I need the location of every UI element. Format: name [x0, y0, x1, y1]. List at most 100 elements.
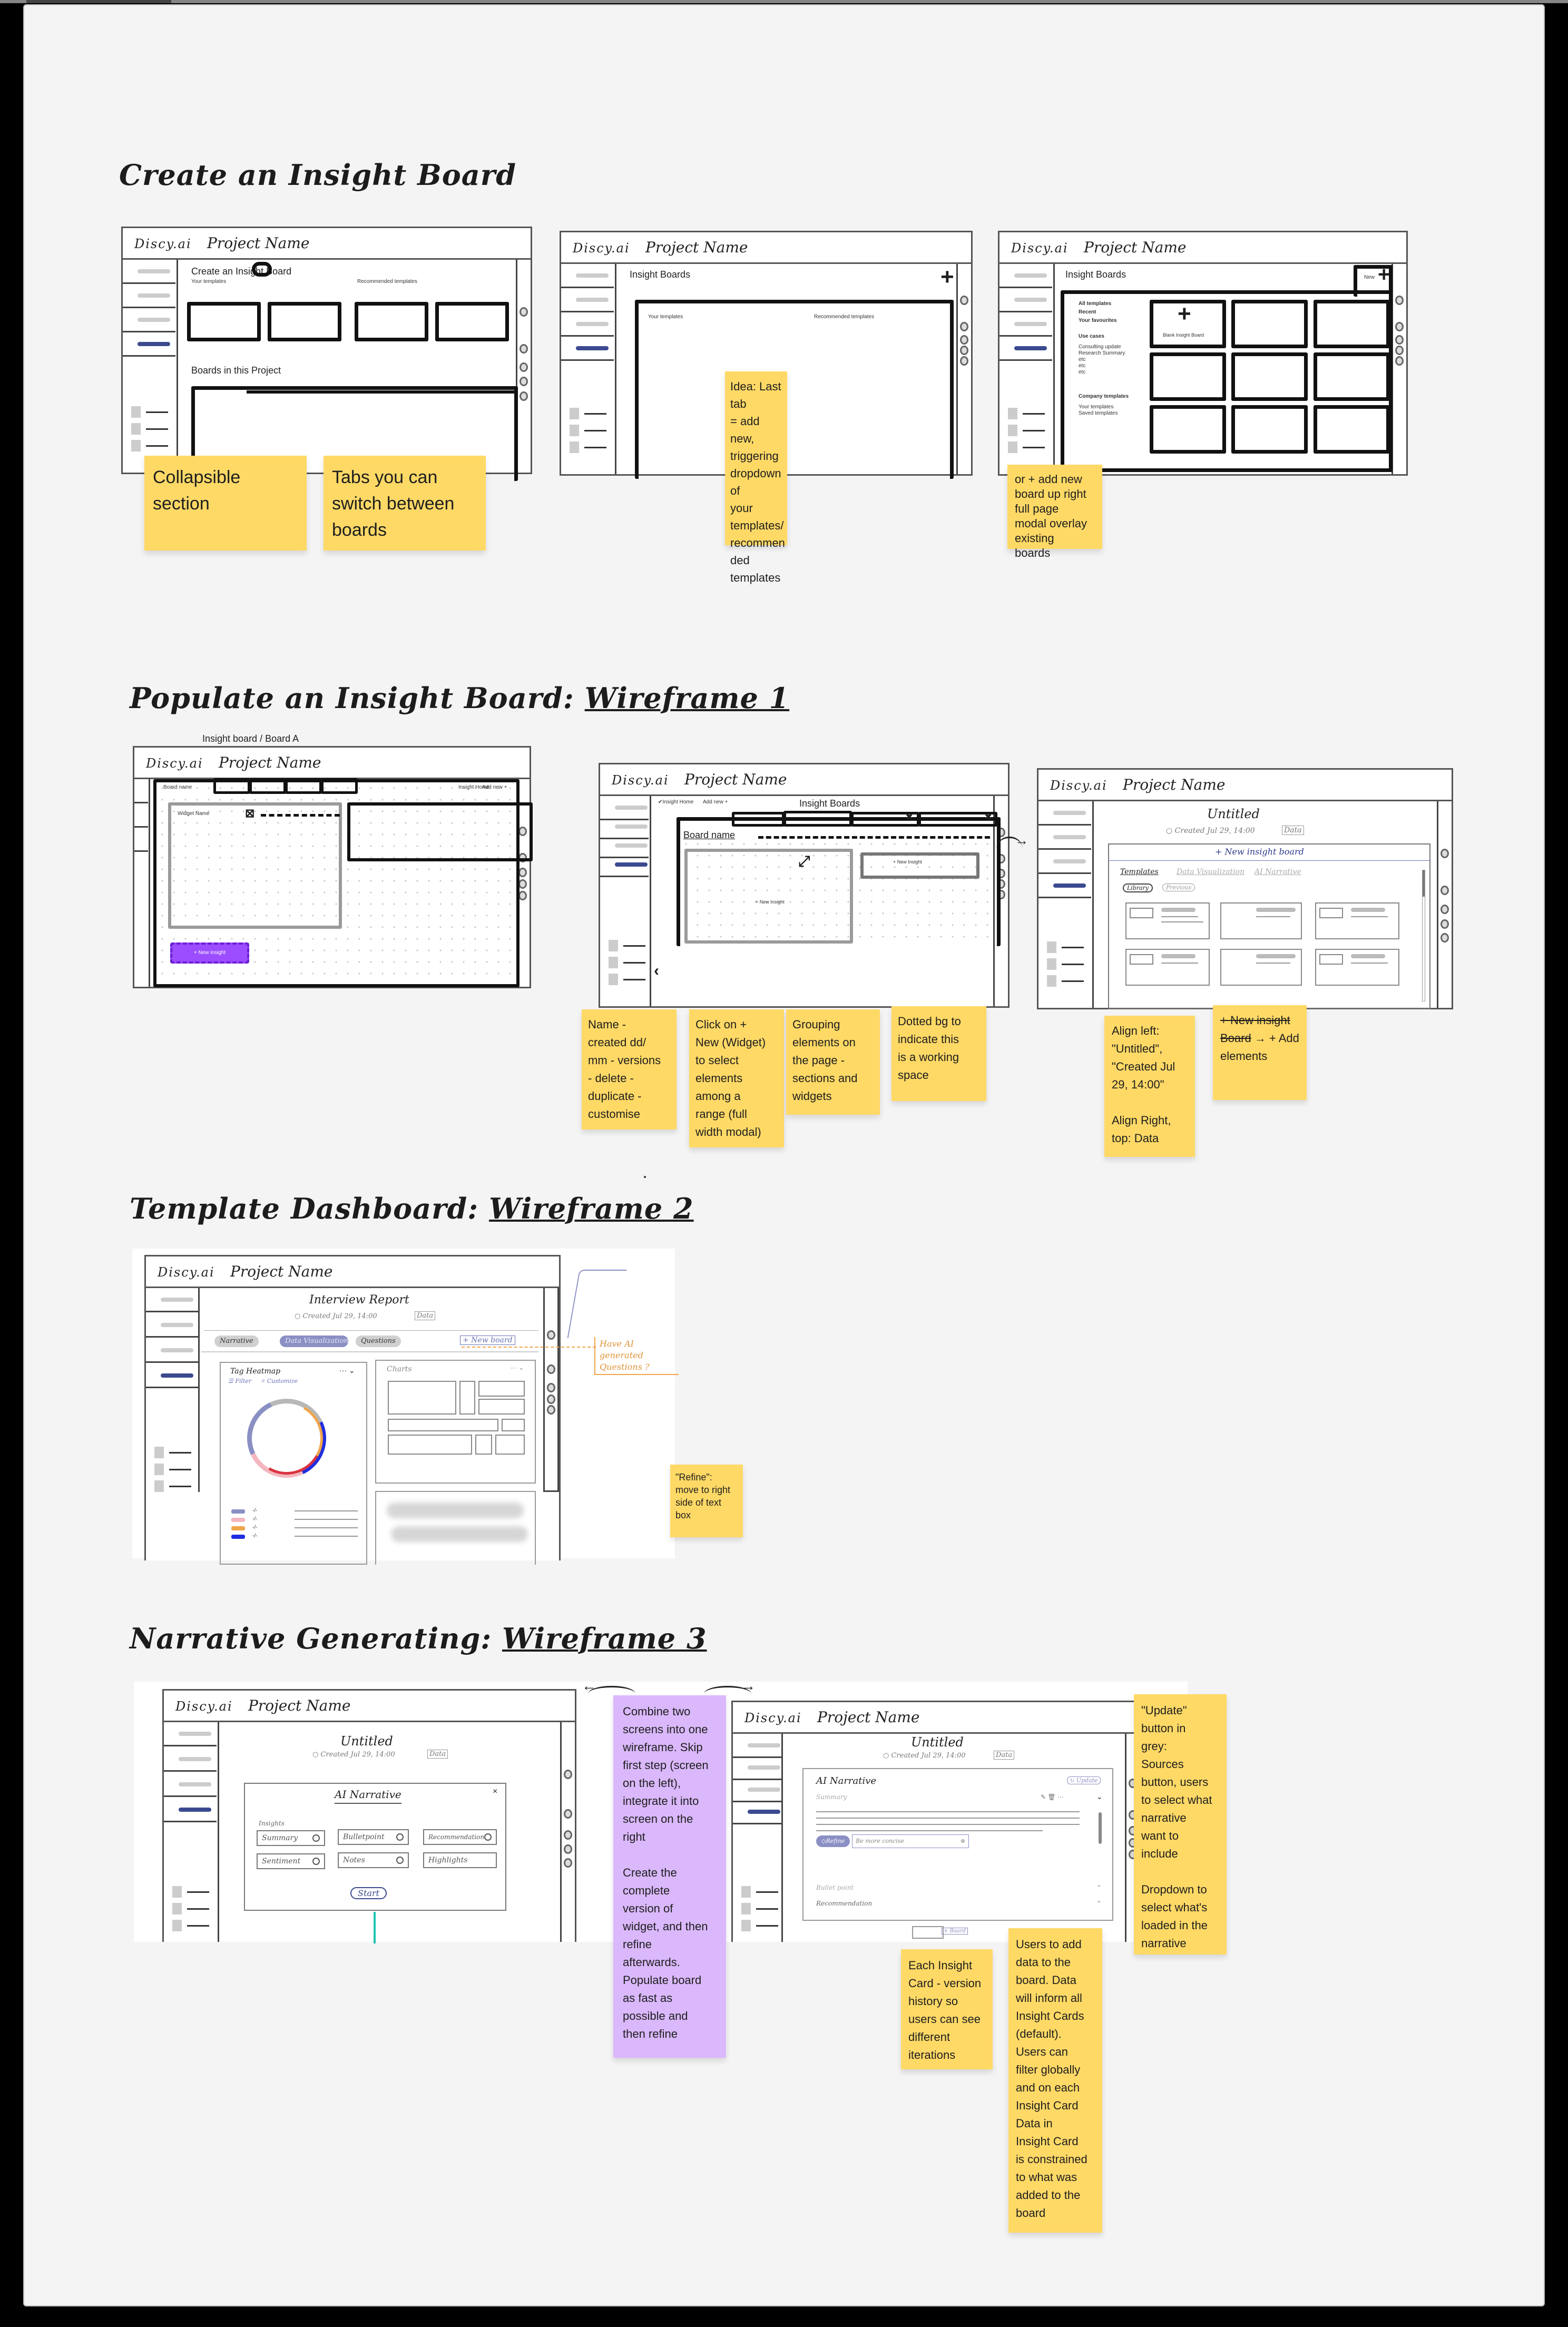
sidebar-item-active[interactable] — [164, 1798, 217, 1822]
sidebar-item[interactable] — [999, 312, 1052, 337]
sidebar-item[interactable] — [1038, 850, 1091, 874]
sidebar-item[interactable] — [123, 308, 175, 332]
chip-sentiment[interactable]: Sentiment — [257, 1853, 325, 1869]
sidebar-item-active[interactable] — [999, 337, 1052, 361]
template-card[interactable] — [1314, 352, 1390, 401]
sidebar-item[interactable] — [1038, 801, 1091, 826]
tool-icon[interactable] — [741, 1886, 778, 1898]
tool-icon[interactable] — [570, 425, 606, 436]
data-button[interactable]: Data — [994, 1751, 1015, 1760]
board-tabs[interactable] — [247, 386, 518, 394]
board-tab[interactable] — [732, 812, 785, 827]
tab-templates[interactable]: Templates — [1120, 868, 1159, 876]
sidebar-item-active[interactable] — [146, 1364, 199, 1388]
template-card[interactable] — [435, 302, 509, 341]
tool-icon[interactable] — [1047, 958, 1084, 970]
tool-icon[interactable] — [570, 408, 606, 419]
chip-summary[interactable]: Summary — [257, 1830, 325, 1846]
filter-button[interactable]: ☰ Filter — [228, 1378, 252, 1385]
close-widget-icon[interactable]: ⊠ — [245, 807, 255, 820]
chevron-up-icon[interactable]: ⌃ — [1096, 1900, 1102, 1907]
rail-icon[interactable] — [1440, 849, 1449, 858]
template-card[interactable] — [1315, 949, 1399, 986]
tool-icon[interactable] — [741, 1920, 778, 1931]
chevron-up-icon[interactable]: ⌃ — [1096, 1884, 1102, 1891]
sidebar-item-active[interactable] — [123, 332, 175, 357]
sidebar-item[interactable] — [123, 284, 175, 308]
rail-icon[interactable] — [564, 1830, 572, 1840]
tool-icon[interactable] — [741, 1903, 778, 1914]
wireframe-1-link[interactable]: Wireframe 1 — [584, 681, 790, 715]
rail-icon[interactable] — [1395, 296, 1404, 305]
tab-data-visualization[interactable]: Data Visualization — [280, 1336, 348, 1347]
template-card[interactable] — [268, 302, 341, 341]
rail-icon[interactable] — [960, 296, 968, 305]
plus-icon[interactable]: + — [1378, 263, 1390, 286]
tool-icon[interactable] — [609, 974, 645, 985]
charts-widget[interactable]: Charts ··· ⌄ — [375, 1360, 536, 1484]
menu-recent[interactable]: Recent — [1079, 309, 1096, 315]
scrollbar[interactable] — [1099, 1812, 1102, 1844]
rail-icon[interactable] — [564, 1809, 572, 1819]
add-board-button[interactable]: + Board — [942, 1928, 968, 1935]
more-options-icon[interactable]: ··· ⌄ — [511, 1364, 524, 1371]
sidebar-item-active[interactable] — [733, 1800, 781, 1824]
chip-notes[interactable]: Notes — [338, 1852, 409, 1868]
sidebar-item[interactable] — [733, 1734, 781, 1758]
rail-icon[interactable] — [564, 1858, 572, 1868]
menu-item[interactable]: Consulting update — [1079, 344, 1121, 350]
sidebar-item[interactable] — [164, 1747, 217, 1772]
template-card[interactable] — [187, 302, 261, 341]
tab-ai-narrative[interactable]: AI Narrative — [1255, 868, 1301, 876]
add-new-button[interactable]: Add new + — [482, 784, 507, 790]
sidebar-item[interactable] — [999, 288, 1052, 312]
template-card[interactable] — [1220, 949, 1302, 986]
tool-icon[interactable] — [131, 406, 168, 418]
template-card[interactable] — [355, 302, 428, 341]
rail-icon[interactable] — [960, 356, 968, 366]
sidebar-item[interactable] — [999, 264, 1052, 288]
sidebar-item[interactable] — [164, 1722, 217, 1746]
board-tab[interactable] — [213, 778, 250, 794]
sidebar-item[interactable] — [733, 1756, 781, 1780]
tab-data-visualization[interactable]: Data Visualization — [1177, 868, 1245, 876]
tool-icon[interactable] — [609, 957, 645, 968]
chip-highlights[interactable]: Highlights — [423, 1852, 497, 1868]
tool-icon[interactable] — [1008, 425, 1045, 436]
sidebar-item[interactable] — [164, 1773, 217, 1797]
data-button[interactable]: Data — [415, 1311, 436, 1320]
tool-icon[interactable] — [172, 1886, 209, 1898]
chip-recommendation[interactable]: Recommendation — [423, 1829, 497, 1845]
sidebar-item[interactable] — [600, 815, 649, 839]
rail-icon[interactable] — [1395, 322, 1404, 331]
new-insight-button[interactable]: + New Insight — [756, 899, 785, 905]
new-insight-button[interactable]: + New Insight — [893, 859, 922, 865]
tool-icon[interactable] — [154, 1447, 191, 1458]
blank-board-card[interactable] — [1150, 300, 1226, 348]
template-card[interactable] — [1231, 300, 1308, 348]
rail-icon[interactable] — [518, 868, 527, 877]
tab-questions[interactable]: Questions — [356, 1336, 401, 1347]
boards-tab-container[interactable] — [191, 386, 518, 481]
rail-icon[interactable] — [520, 307, 528, 317]
sidebar-item[interactable] — [134, 779, 148, 803]
sidebar-item-active[interactable] — [561, 337, 614, 361]
rail-icon[interactable] — [1440, 933, 1449, 942]
start-button[interactable]: Start — [350, 1887, 387, 1899]
rail-icon[interactable] — [564, 1770, 572, 1779]
template-card[interactable] — [1150, 352, 1226, 401]
template-card[interactable] — [1314, 405, 1390, 454]
template-card[interactable] — [1125, 949, 1210, 986]
sidebar-item[interactable] — [146, 1339, 199, 1363]
insight-home-link[interactable]: Insight Home — [458, 784, 489, 790]
rail-icon[interactable] — [547, 1405, 555, 1415]
rail-icon[interactable] — [564, 1844, 572, 1854]
tool-icon[interactable] — [1008, 441, 1045, 453]
summary-actions[interactable]: ✎ 🗑 ⋯ — [1041, 1793, 1064, 1801]
